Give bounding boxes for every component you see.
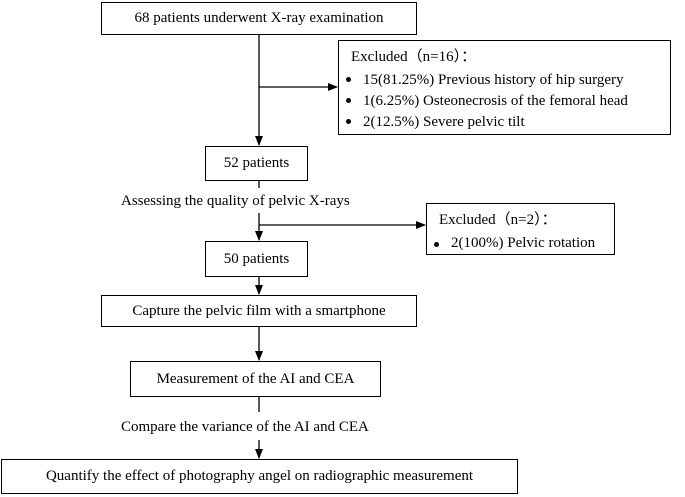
quantify-box: Quantify the effect of photography angel… (1, 459, 518, 494)
capture-box: Capture the pelvic film with a smartphon… (101, 295, 417, 327)
excluded1-item: 1(6.25%) Osteonecrosis of the femoral he… (343, 92, 628, 113)
measure-text: Measurement of the AI and CEA (156, 370, 355, 387)
excluded2-box: Excluded（n=2）： 2(100%) Pelvic rotation (426, 203, 615, 255)
bullet-icon (346, 119, 351, 124)
compare-label: Compare the variance of the AI and CEA (121, 419, 369, 435)
patients50-text: 50 patients (223, 250, 290, 267)
excluded2-list: 2(100%) Pelvic rotation (431, 234, 595, 255)
measure-box: Measurement of the AI and CEA (130, 361, 381, 397)
patients52-text: 52 patients (223, 155, 290, 171)
patients52-box: 52 patients (205, 146, 308, 181)
excluded1-list: 15(81.25%) Previous history of hip surge… (343, 71, 628, 134)
bullet-icon (346, 98, 351, 103)
excluded2-item: 2(100%) Pelvic rotation (431, 234, 595, 255)
capture-text: Capture the pelvic film with a smartphon… (132, 302, 386, 319)
excluded2-title: Excluded（n=2）： (439, 212, 557, 228)
quantify-text: Quantify the effect of photography angel… (45, 468, 474, 484)
start-box: 68 patients underwent X-ray examination (101, 2, 417, 35)
bullet-icon (434, 242, 439, 247)
bullet-icon (346, 77, 351, 82)
excluded1-title: Excluded（n=16）： (351, 49, 477, 65)
excluded1-item: 15(81.25%) Previous history of hip surge… (343, 71, 628, 92)
patients50-box: 50 patients (205, 241, 308, 277)
assess-label: Assessing the quality of pelvic X-rays (121, 193, 350, 209)
excluded1-item: 2(12.5%) Severe pelvic tilt (343, 113, 628, 134)
start-text: 68 patients underwent X-ray examination (134, 10, 384, 26)
excluded1-box: Excluded（n=16）： 15(81.25%) Previous hist… (338, 40, 671, 135)
